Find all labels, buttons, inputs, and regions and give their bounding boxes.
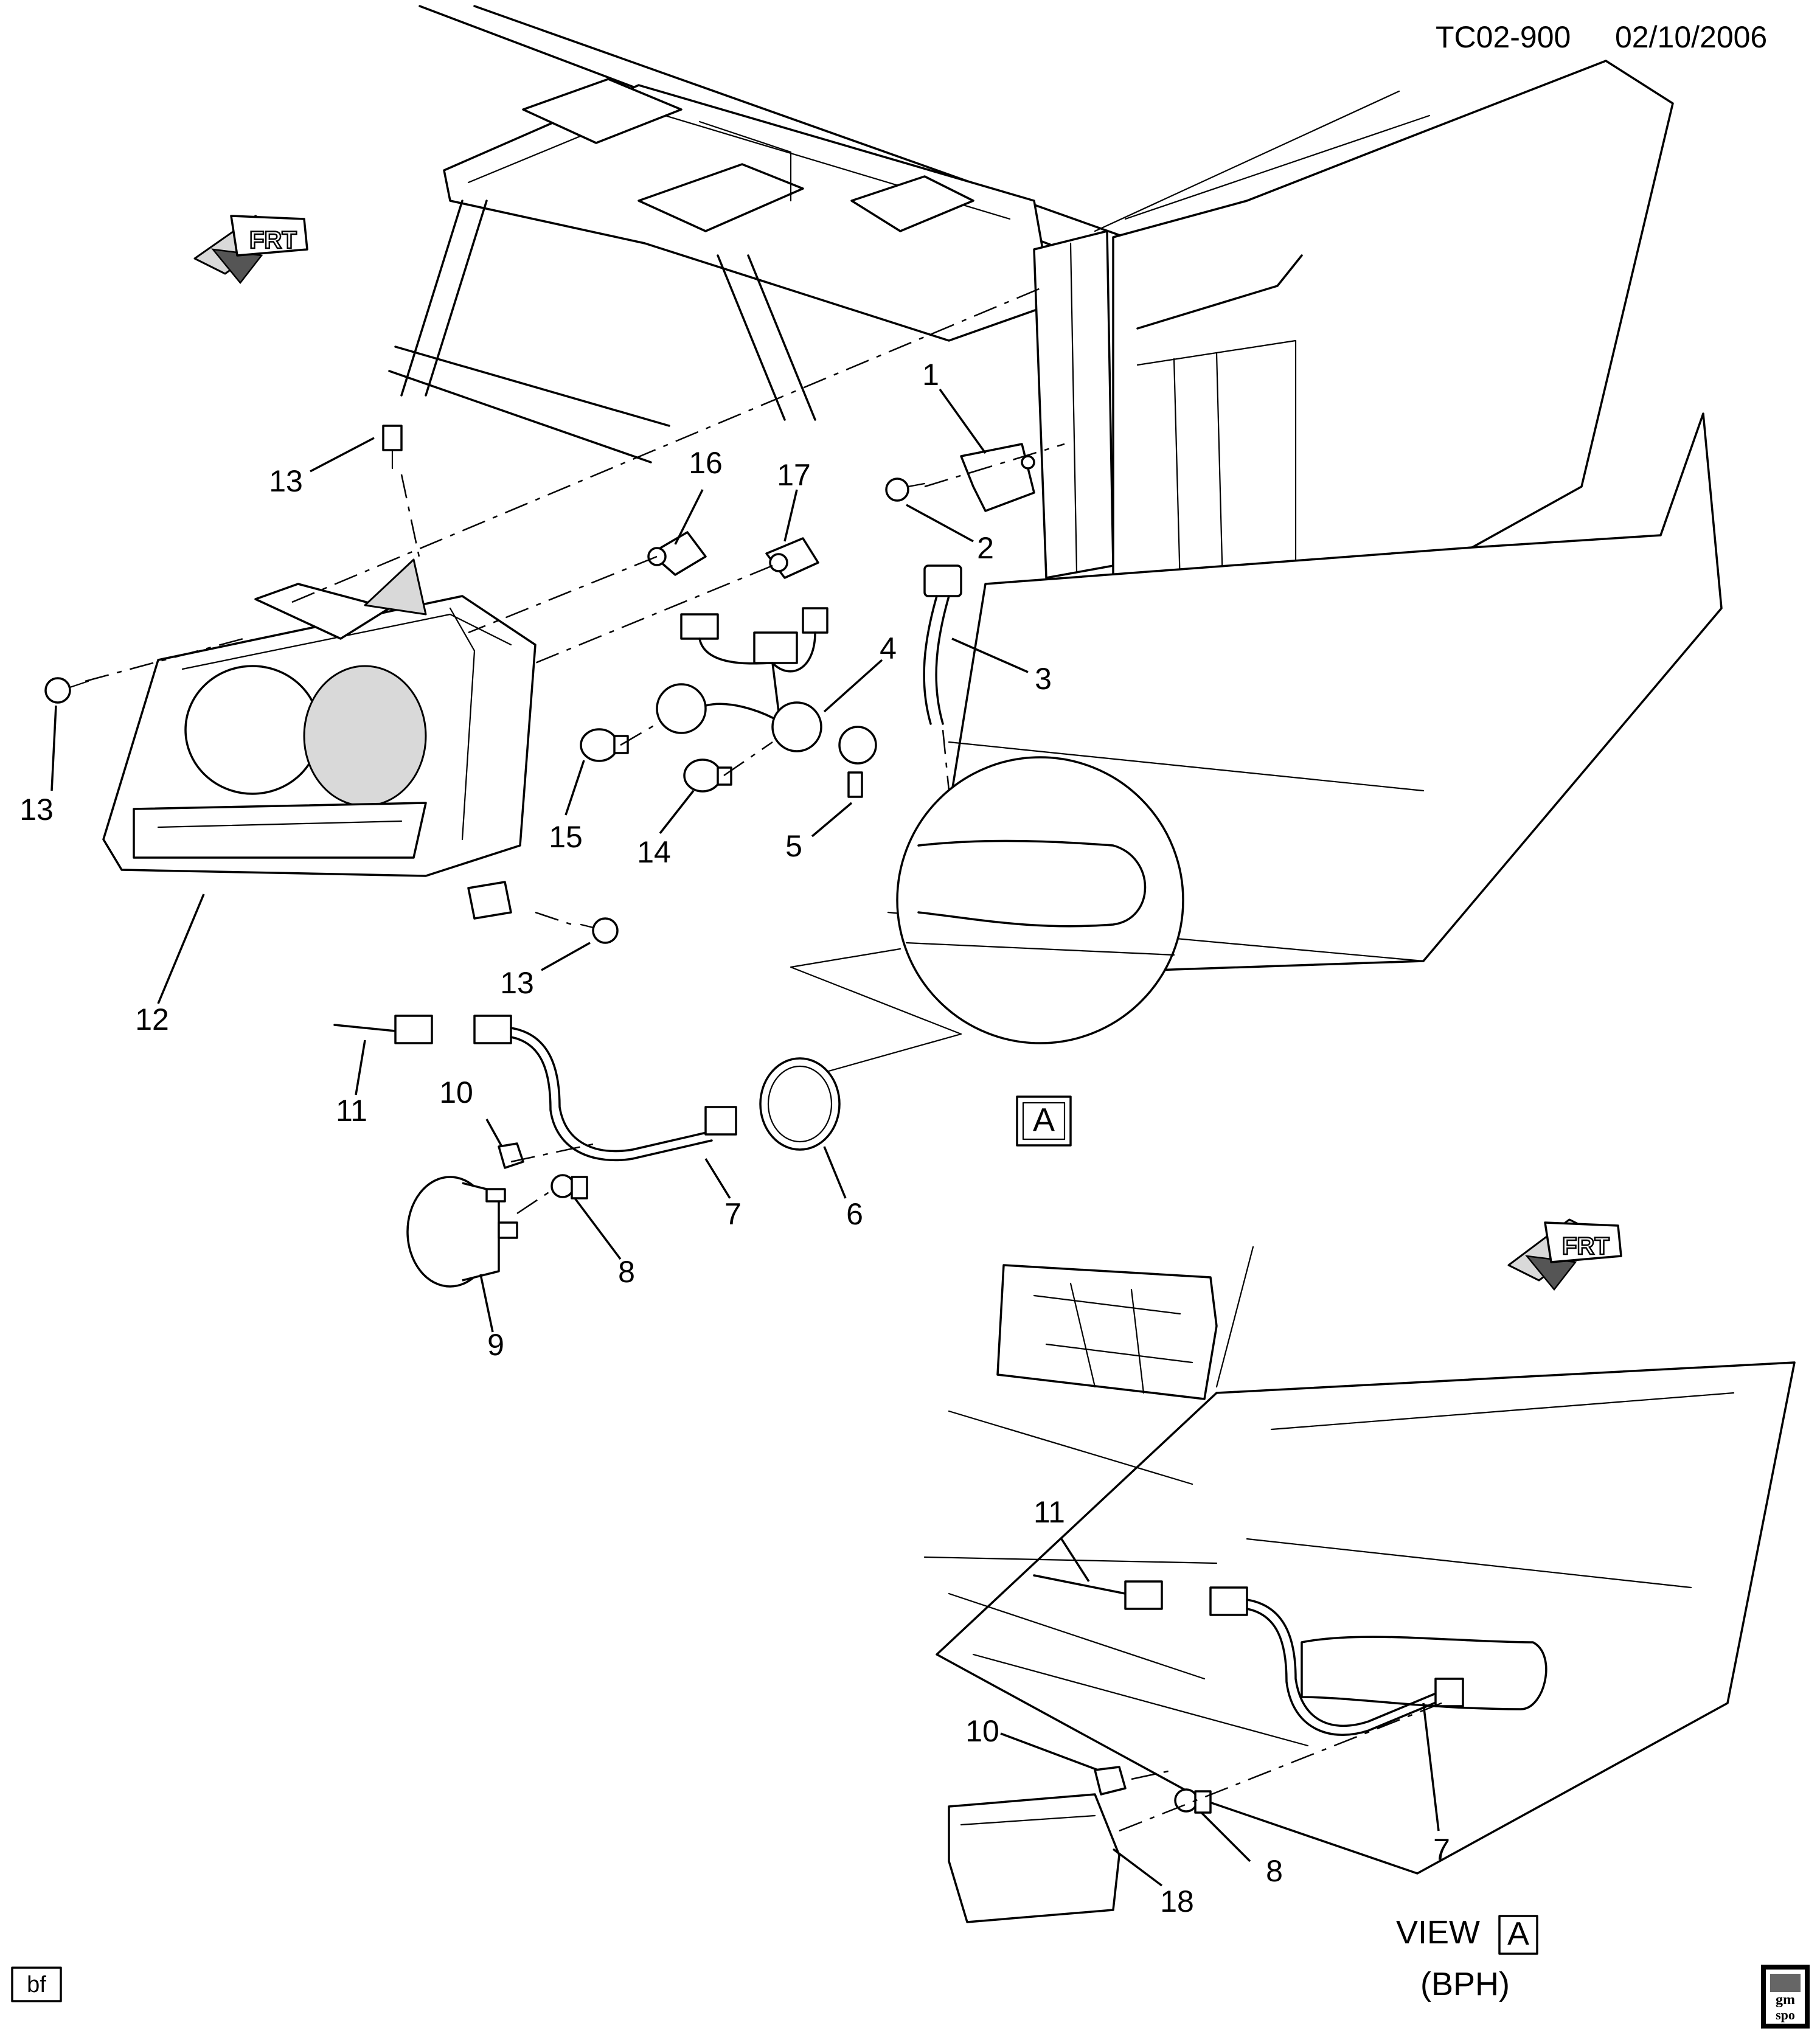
callout-10: 10 — [439, 1075, 473, 1109]
callout-13-left: 13 — [19, 793, 54, 827]
bezel-6 — [759, 1057, 841, 1151]
callout-12: 12 — [135, 1002, 169, 1036]
harness-3 — [923, 564, 962, 725]
callout-11: 11 — [336, 1094, 367, 1128]
callout-6: 6 — [846, 1197, 863, 1231]
view-prefix: VIEW — [1396, 1914, 1480, 1951]
callout-3: 3 — [1035, 662, 1052, 696]
diagram-id: TC02-900 — [1436, 20, 1571, 54]
view-a-fascia — [923, 1246, 1796, 1875]
fog-harness-top — [333, 1015, 737, 1162]
callout-4: 4 — [880, 631, 897, 665]
fog-harness-view-a — [1033, 1574, 1464, 1736]
frt-label-bottom: FRT — [1562, 1233, 1610, 1260]
callout-18: 18 — [1160, 1884, 1194, 1918]
view-qualifier: (BPH) — [1420, 1966, 1510, 2002]
bulb-17 — [765, 537, 819, 579]
callout-16: 16 — [689, 446, 723, 480]
callout-labels: 1 2 3 4 5 6 7 8 9 10 11 12 13 13 13 14 1… — [19, 358, 1450, 1918]
callout-15: 15 — [549, 820, 583, 854]
callout-7: 7 — [724, 1197, 742, 1231]
bulb-8-top — [551, 1174, 588, 1199]
initials-text: bf — [27, 1972, 46, 1998]
socket-10-view-a — [1094, 1766, 1127, 1796]
callout-14: 14 — [637, 835, 671, 869]
callout-1: 1 — [922, 358, 939, 392]
initials-box: bf — [11, 1966, 62, 2002]
callout-9: 9 — [487, 1328, 504, 1362]
socket-10-top — [498, 1142, 524, 1169]
callout-8-view-a: 8 — [1266, 1854, 1283, 1888]
detail-ref-box — [1016, 1095, 1072, 1147]
callout-2: 2 — [977, 531, 994, 565]
bulb-15 — [580, 728, 629, 762]
callout-11-view-a: 11 — [1033, 1495, 1065, 1529]
bolt-13-left — [44, 677, 89, 704]
view-a-label: VIEW A (BPH) — [1396, 1914, 1538, 2002]
assembly-lines — [85, 285, 1442, 1832]
fog-lamp-18 — [948, 1793, 1120, 1923]
harness-4 — [656, 607, 877, 765]
logo-top-text: gm — [1776, 1992, 1795, 2008]
frt-direction-indicator-top: FRT — [193, 215, 308, 285]
bulb-5 — [847, 771, 863, 798]
diagram-date: 02/10/2006 — [1615, 20, 1767, 54]
gm-spo-logo: gm spo — [1761, 1965, 1810, 2029]
fog-lamp-9 — [406, 1176, 518, 1288]
frt-label-top: FRT — [249, 227, 297, 254]
detail-ref-label: A — [1033, 1102, 1055, 1138]
callout-leaders — [50, 388, 1440, 1887]
callout-8: 8 — [618, 1255, 635, 1289]
headlamp-assembly — [102, 558, 537, 920]
frt-direction-indicator-bottom: FRT — [1507, 1218, 1622, 1291]
radiator-support — [388, 5, 1431, 579]
callout-13-lower: 13 — [500, 966, 534, 1000]
callout-7-view-a: 7 — [1433, 1833, 1450, 1867]
detail-view-a-circle — [790, 756, 1184, 1078]
callout-10-view-a: 10 — [965, 1714, 999, 1748]
bolt-13-top — [382, 425, 403, 470]
bolt-2 — [885, 477, 926, 502]
callout-17: 17 — [777, 458, 811, 492]
callout-13-top: 13 — [269, 464, 303, 498]
callout-5: 5 — [785, 829, 802, 863]
bolt-13-lower — [580, 917, 619, 944]
bulb-16 — [647, 531, 707, 576]
bulb-14 — [683, 758, 732, 793]
logo-bottom-text: spo — [1776, 2007, 1795, 2022]
view-ref: A — [1507, 1915, 1529, 1952]
view-ref-box — [1498, 1915, 1538, 1955]
bracket-1 — [960, 443, 1035, 512]
